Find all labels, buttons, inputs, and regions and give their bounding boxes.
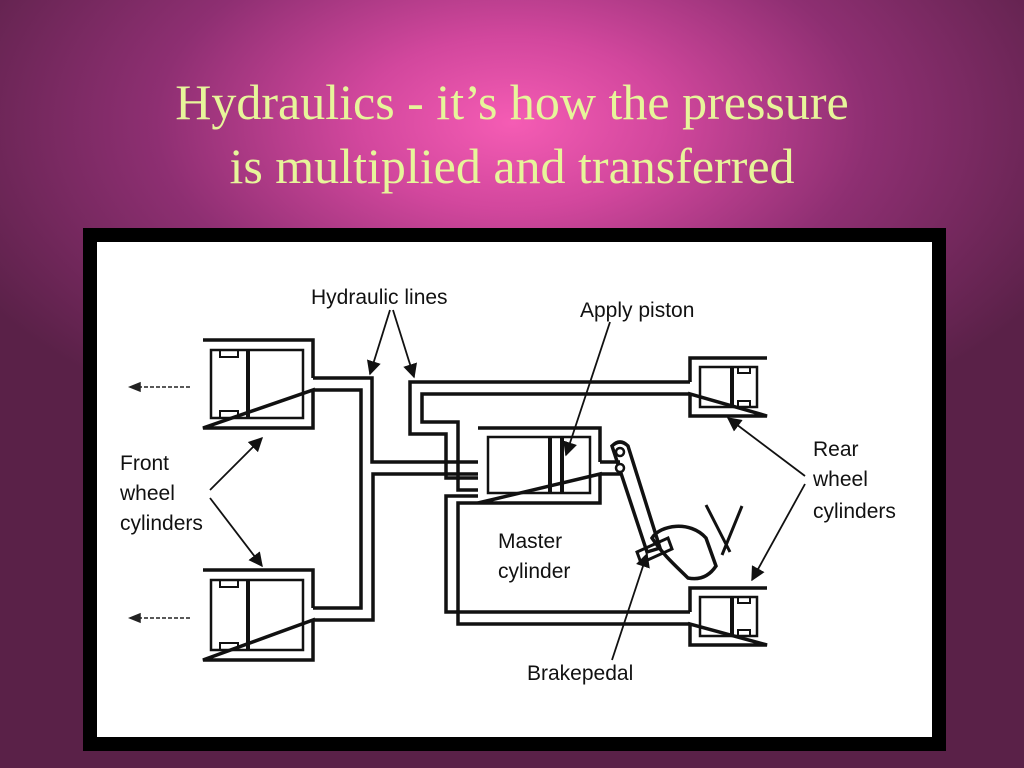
leader-hydraulic-lines-left <box>366 309 391 376</box>
label-rear-line-2: wheel <box>812 468 868 491</box>
label-brakepedal: Brakepedal <box>527 662 633 685</box>
master-cylinder <box>477 426 602 505</box>
slide-title: Hydraulics - it’s how the pressure is mu… <box>0 70 1024 198</box>
leader-brakepedal <box>611 552 650 661</box>
leader-apply-piston <box>563 321 611 457</box>
brake-system-diagram: Hydraulic lines Apply piston Front wheel… <box>97 242 932 737</box>
title-line-2: is multiplied and transferred <box>229 138 795 194</box>
leader-front-bottom <box>209 497 263 568</box>
title-line-1: Hydraulics - it’s how the pressure <box>175 74 849 130</box>
rear-wheel-cylinder-top <box>688 356 768 418</box>
leader-rear-bottom <box>751 483 806 582</box>
front-wheel-cylinder-bottom <box>202 568 315 662</box>
leader-rear-top <box>726 417 806 477</box>
leader-hydraulic-lines-right <box>392 309 417 379</box>
label-front-line-3: cylinders <box>120 512 203 535</box>
motion-arrows <box>127 381 190 624</box>
label-front-line-1: Front <box>120 452 169 475</box>
label-hydraulic-lines: Hydraulic lines <box>311 286 448 309</box>
label-front-line-2: wheel <box>119 482 175 505</box>
label-rear-line-1: Rear <box>813 438 859 461</box>
driver-foot <box>649 504 744 581</box>
hydraulic-lines-front <box>313 376 478 622</box>
label-apply-piston: Apply piston <box>580 299 694 322</box>
rear-wheel-cylinder-bottom <box>688 586 768 647</box>
leader-front-top <box>209 436 264 491</box>
hydraulic-lines-rear <box>408 380 690 626</box>
label-master-line-1: Master <box>498 530 562 553</box>
diagram-frame: Hydraulic lines Apply piston Front wheel… <box>83 228 946 751</box>
label-rear-line-3: cylinders <box>813 500 896 523</box>
front-wheel-cylinder-top <box>202 338 315 430</box>
label-master-line-2: cylinder <box>498 560 570 583</box>
brake-pedal <box>610 440 674 566</box>
diagram-background <box>97 242 932 737</box>
